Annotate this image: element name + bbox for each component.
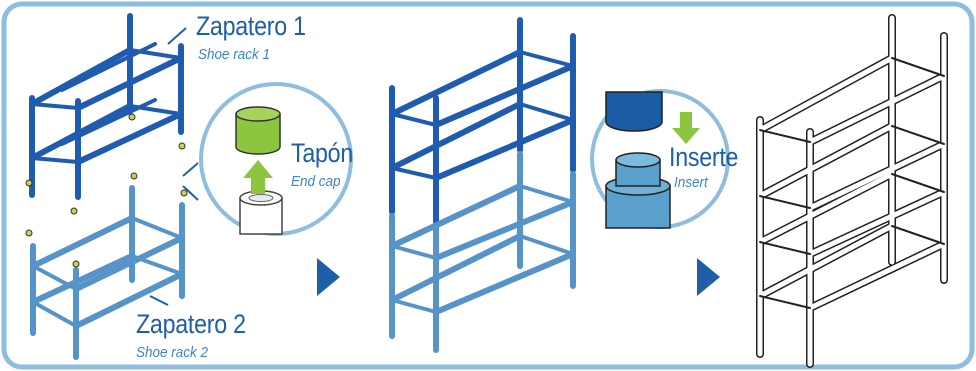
label-rack2-es: Zapatero 2 — [136, 309, 246, 339]
step-arrow-icon — [317, 258, 340, 296]
label-cap-es: Tapón — [291, 138, 353, 168]
label-rack2-en: Shoe rack 2 — [136, 344, 209, 361]
label-insert-es: Inserte — [669, 142, 739, 172]
down-arrow-icon — [672, 112, 700, 144]
insert-detail — [590, 89, 730, 229]
up-arrow-icon — [243, 160, 273, 194]
label-insert-en: Insert — [674, 174, 708, 191]
label-cap-en: End cap — [291, 173, 341, 190]
rack-2-connectors — [25, 172, 188, 268]
end-cap-detail — [199, 82, 353, 236]
tube-icon — [239, 190, 283, 235]
assembled-rack-outline — [756, 14, 948, 368]
shoe-rack-1 — [29, 13, 184, 200]
shoe-rack-2 — [30, 185, 185, 360]
label-rack1-es: Zapatero 1 — [196, 11, 306, 41]
green-end-cap-icon — [235, 106, 281, 155]
rack-1-connectors — [25, 113, 186, 215]
stacked-rack-blue — [389, 17, 576, 353]
label-rack1-en: Shoe rack 1 — [198, 46, 271, 63]
insert-connector-icon — [605, 91, 671, 229]
leader-lines — [149, 27, 199, 306]
step-arrow-icon-2 — [697, 258, 720, 296]
